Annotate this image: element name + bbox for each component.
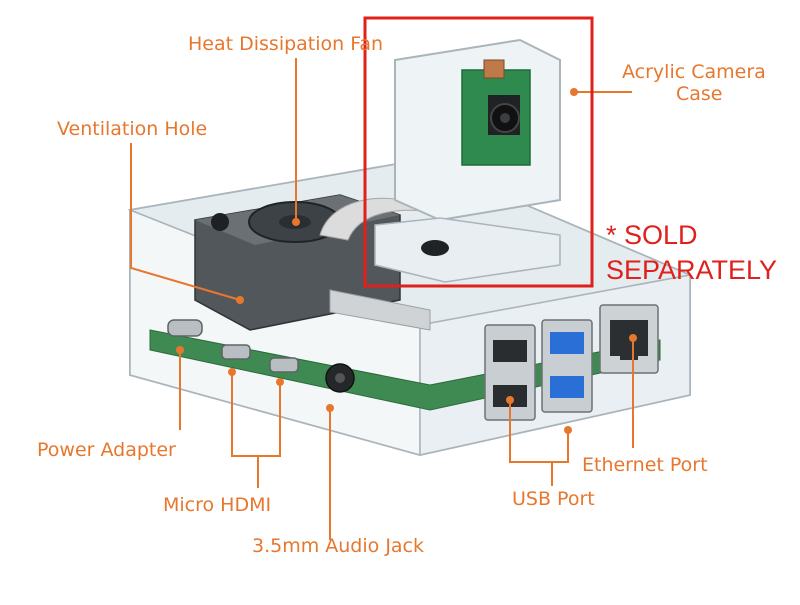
label-ethernet-port: Ethernet Port <box>582 454 708 476</box>
leader-hdmi-dot1 <box>228 368 236 376</box>
label-usb-port: USB Port <box>512 488 595 510</box>
leader-camera-dot <box>570 88 578 96</box>
label-audio-jack: 3.5mm Audio Jack <box>252 535 425 557</box>
power-port-icon <box>167 319 203 337</box>
leader-usb-dot2 <box>564 426 572 434</box>
hdmi-port-icon <box>221 344 299 373</box>
leader-fan-dot <box>292 218 300 226</box>
leader-ventilation-dot <box>236 296 244 304</box>
label-micro-hdmi: Micro HDMI <box>163 494 272 516</box>
leader-hdmi-dot2 <box>276 378 284 386</box>
sold-separately-note-line1: * SOLD <box>606 220 698 250</box>
label-camera-case-line2: Case <box>676 83 723 105</box>
leader-usb-dot1 <box>506 396 514 404</box>
leader-power-dot <box>176 346 184 354</box>
sold-separately-note-line2: SEPARATELY <box>606 255 778 285</box>
label-power-adapter: Power Adapter <box>37 439 176 461</box>
leader-hdmi <box>231 372 281 457</box>
leader-lines <box>130 58 637 540</box>
leader-ventilation <box>130 143 241 301</box>
ethernet-port-icon <box>599 304 659 374</box>
label-camera-case-line1: Acrylic Camera <box>622 61 766 83</box>
label-ventilation-hole: Ventilation Hole <box>57 118 208 140</box>
leader-ethernet-dot <box>629 334 637 342</box>
leader-audio-dot <box>326 404 334 412</box>
label-heat-dissipation-fan: Heat Dissipation Fan <box>188 33 384 55</box>
camera-highlight-box <box>363 16 594 288</box>
camera-case <box>374 38 561 283</box>
usb-ports-icon <box>484 319 593 421</box>
leader-usb <box>509 400 569 463</box>
audio-jack-icon <box>325 363 355 393</box>
